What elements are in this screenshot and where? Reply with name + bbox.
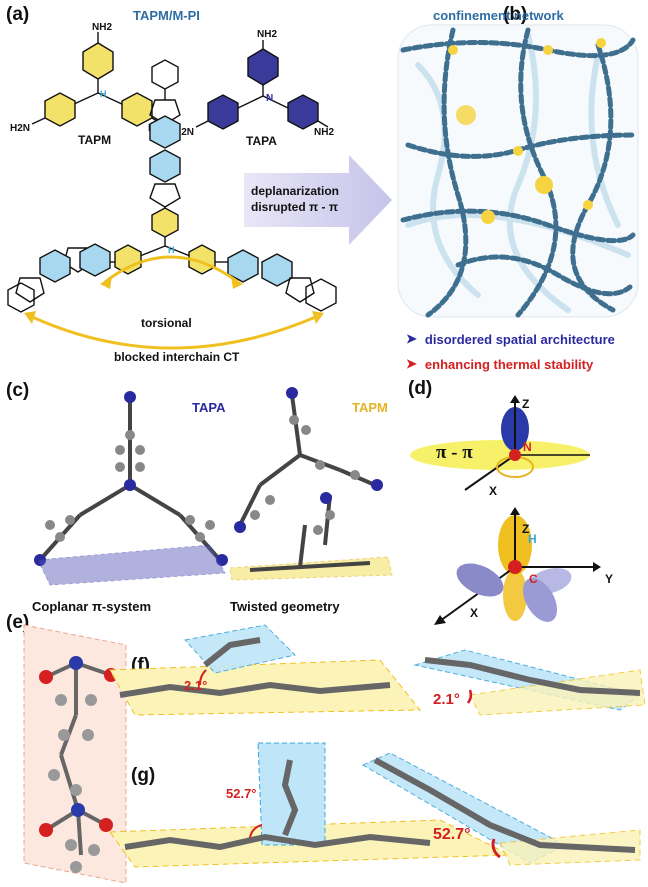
- tapa-label: TAPA: [246, 134, 277, 148]
- tapm-h2n: H2N: [10, 123, 30, 134]
- tapa-h2n: H2N: [174, 127, 194, 138]
- atom-h-label: H: [528, 532, 537, 546]
- bullet-thermal: ➤ enhancing thermal stability: [406, 356, 593, 372]
- tapa-n: N: [266, 93, 273, 104]
- panel-label-g: (g): [131, 765, 156, 786]
- bullet-arrow-icon: ➤: [406, 331, 417, 346]
- panel-c-tapa-label: TAPA: [192, 400, 226, 415]
- torsional-arrow: [104, 255, 239, 284]
- f-angle-right: 2.1°: [433, 691, 460, 708]
- axis-z-bottom: Z: [522, 522, 530, 536]
- axis-x-top: X: [489, 484, 498, 498]
- atom-c-label: C: [529, 572, 538, 586]
- tapa-3d-model: [38, 395, 222, 562]
- arrow-text-line1: deplanarization: [251, 184, 340, 198]
- torsional-label: torsional: [141, 316, 192, 330]
- tapm-3d-model: [238, 394, 376, 546]
- axis-y-bottom: Y: [605, 572, 614, 586]
- tapm-h: H: [100, 89, 107, 99]
- coplanar-label: Coplanar π-system: [32, 599, 152, 614]
- panel-label-b: (b): [503, 4, 528, 25]
- confinement-network-image: [397, 24, 639, 318]
- chain-h: H: [168, 245, 175, 255]
- tapa-plane: [37, 544, 226, 586]
- panel-a-title: TAPM/M-PI: [133, 8, 200, 23]
- g-angle-left: 52.7°: [226, 786, 257, 801]
- panel-d-orbitals: [410, 395, 601, 625]
- blocked-ct-arrow: [29, 314, 319, 350]
- tapa-molecule: [195, 40, 329, 130]
- tapm-label: TAPM: [78, 133, 112, 147]
- atom-n-label: N: [523, 440, 532, 454]
- bullet-disordered: ➤ disordered spatial architecture: [406, 331, 615, 347]
- polymer-chain: [7, 59, 337, 313]
- panel-g-geometry: [109, 742, 641, 868]
- axis-x-bottom: X: [470, 606, 479, 620]
- bullet-disordered-text: disordered spatial architecture: [424, 331, 615, 347]
- panel-a-structures: NH2 H H2N NH2 NH2 N H2N NH2: [7, 22, 337, 350]
- panel-label-d: (d): [408, 378, 433, 399]
- panel-label-a: (a): [6, 4, 30, 25]
- panel-e-model: [23, 624, 127, 884]
- g-angle-right: 52.7°: [433, 826, 471, 843]
- arrow-text-line2: disrupted π - π: [251, 200, 339, 214]
- blocked-ct-label: blocked interchain CT: [114, 350, 240, 364]
- tapm-nh2-top: NH2: [92, 22, 112, 33]
- panel-label-e: (e): [6, 612, 30, 633]
- axis-z-top: Z: [522, 397, 530, 411]
- tapm-molecule: [31, 32, 163, 127]
- panel-c-tapm-label: TAPM: [352, 400, 388, 415]
- panel-b-title: confinement network: [433, 8, 564, 23]
- panel-f-geometry: [109, 624, 646, 716]
- bullet-thermal-text: enhancing thermal stability: [424, 356, 594, 372]
- tapa-nh2-top: NH2: [257, 29, 277, 40]
- f-angle-left: 2.1°: [184, 678, 208, 693]
- tapa-nh2-right: NH2: [314, 127, 334, 138]
- deplanarization-arrow: [244, 155, 392, 245]
- bullet-arrow-icon: ➤: [406, 356, 417, 371]
- panel-label-c: (c): [6, 380, 30, 401]
- pi-pi-label: π - π: [436, 442, 473, 463]
- panel-c-models: [34, 387, 393, 586]
- twisted-label: Twisted geometry: [230, 599, 340, 614]
